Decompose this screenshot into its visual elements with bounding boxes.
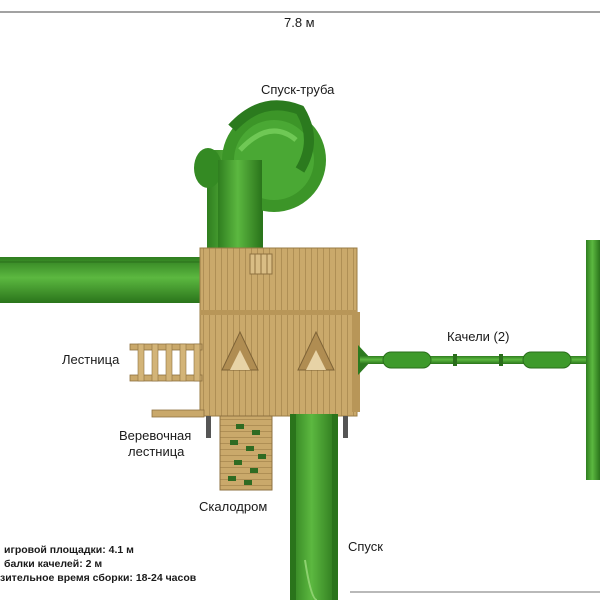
- swing-beam: [358, 240, 600, 480]
- label-climbing-wall: Скалодром: [199, 499, 268, 514]
- label-rope-ladder-line2: лестница: [128, 444, 185, 459]
- label-rope-ladder-line1: Веревочная: [119, 428, 192, 443]
- tube-slide: [194, 100, 326, 250]
- slide: [290, 414, 338, 601]
- left-beam: [0, 257, 205, 303]
- label-swings: Качели (2): [447, 329, 510, 344]
- rope-ladder-bar: [151, 409, 205, 418]
- spec-line-2: балки качелей: 2 м: [4, 558, 103, 570]
- label-ladder: Лестница: [62, 352, 120, 367]
- label-slide: Спуск: [348, 539, 383, 554]
- platform: [199, 247, 360, 417]
- spec-line-1: игровой площадки: 4.1 м: [4, 544, 134, 556]
- dimension-width-label: 7.8 м: [284, 15, 315, 30]
- climbing-wall: [219, 415, 273, 491]
- spec-line-3: зительное время сборки: 18-24 часов: [0, 572, 197, 584]
- ladder: [129, 343, 203, 382]
- label-tube-slide: Спуск-труба: [261, 82, 335, 97]
